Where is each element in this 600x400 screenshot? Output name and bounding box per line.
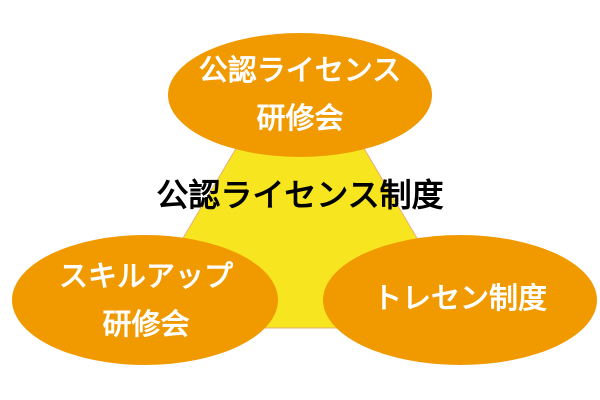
top-node-label: 公認ライセンス 研修会 bbox=[170, 46, 430, 142]
right-node-label: トレセン制度 bbox=[323, 274, 597, 322]
right-ellipse bbox=[323, 235, 597, 365]
left-node-label: スキルアップ 研修会 bbox=[15, 252, 277, 348]
top-node-line1: 公認ライセンス bbox=[198, 53, 402, 87]
right-node-line1: トレセン制度 bbox=[372, 281, 547, 315]
left-ellipse bbox=[12, 235, 278, 365]
top-ellipse bbox=[168, 33, 432, 157]
left-node-line2: 研修会 bbox=[102, 307, 190, 341]
diagram-title: 公認ライセンス制度 bbox=[156, 176, 444, 214]
top-node-line2: 研修会 bbox=[256, 101, 344, 135]
left-node-line1: スキルアップ bbox=[58, 259, 233, 293]
